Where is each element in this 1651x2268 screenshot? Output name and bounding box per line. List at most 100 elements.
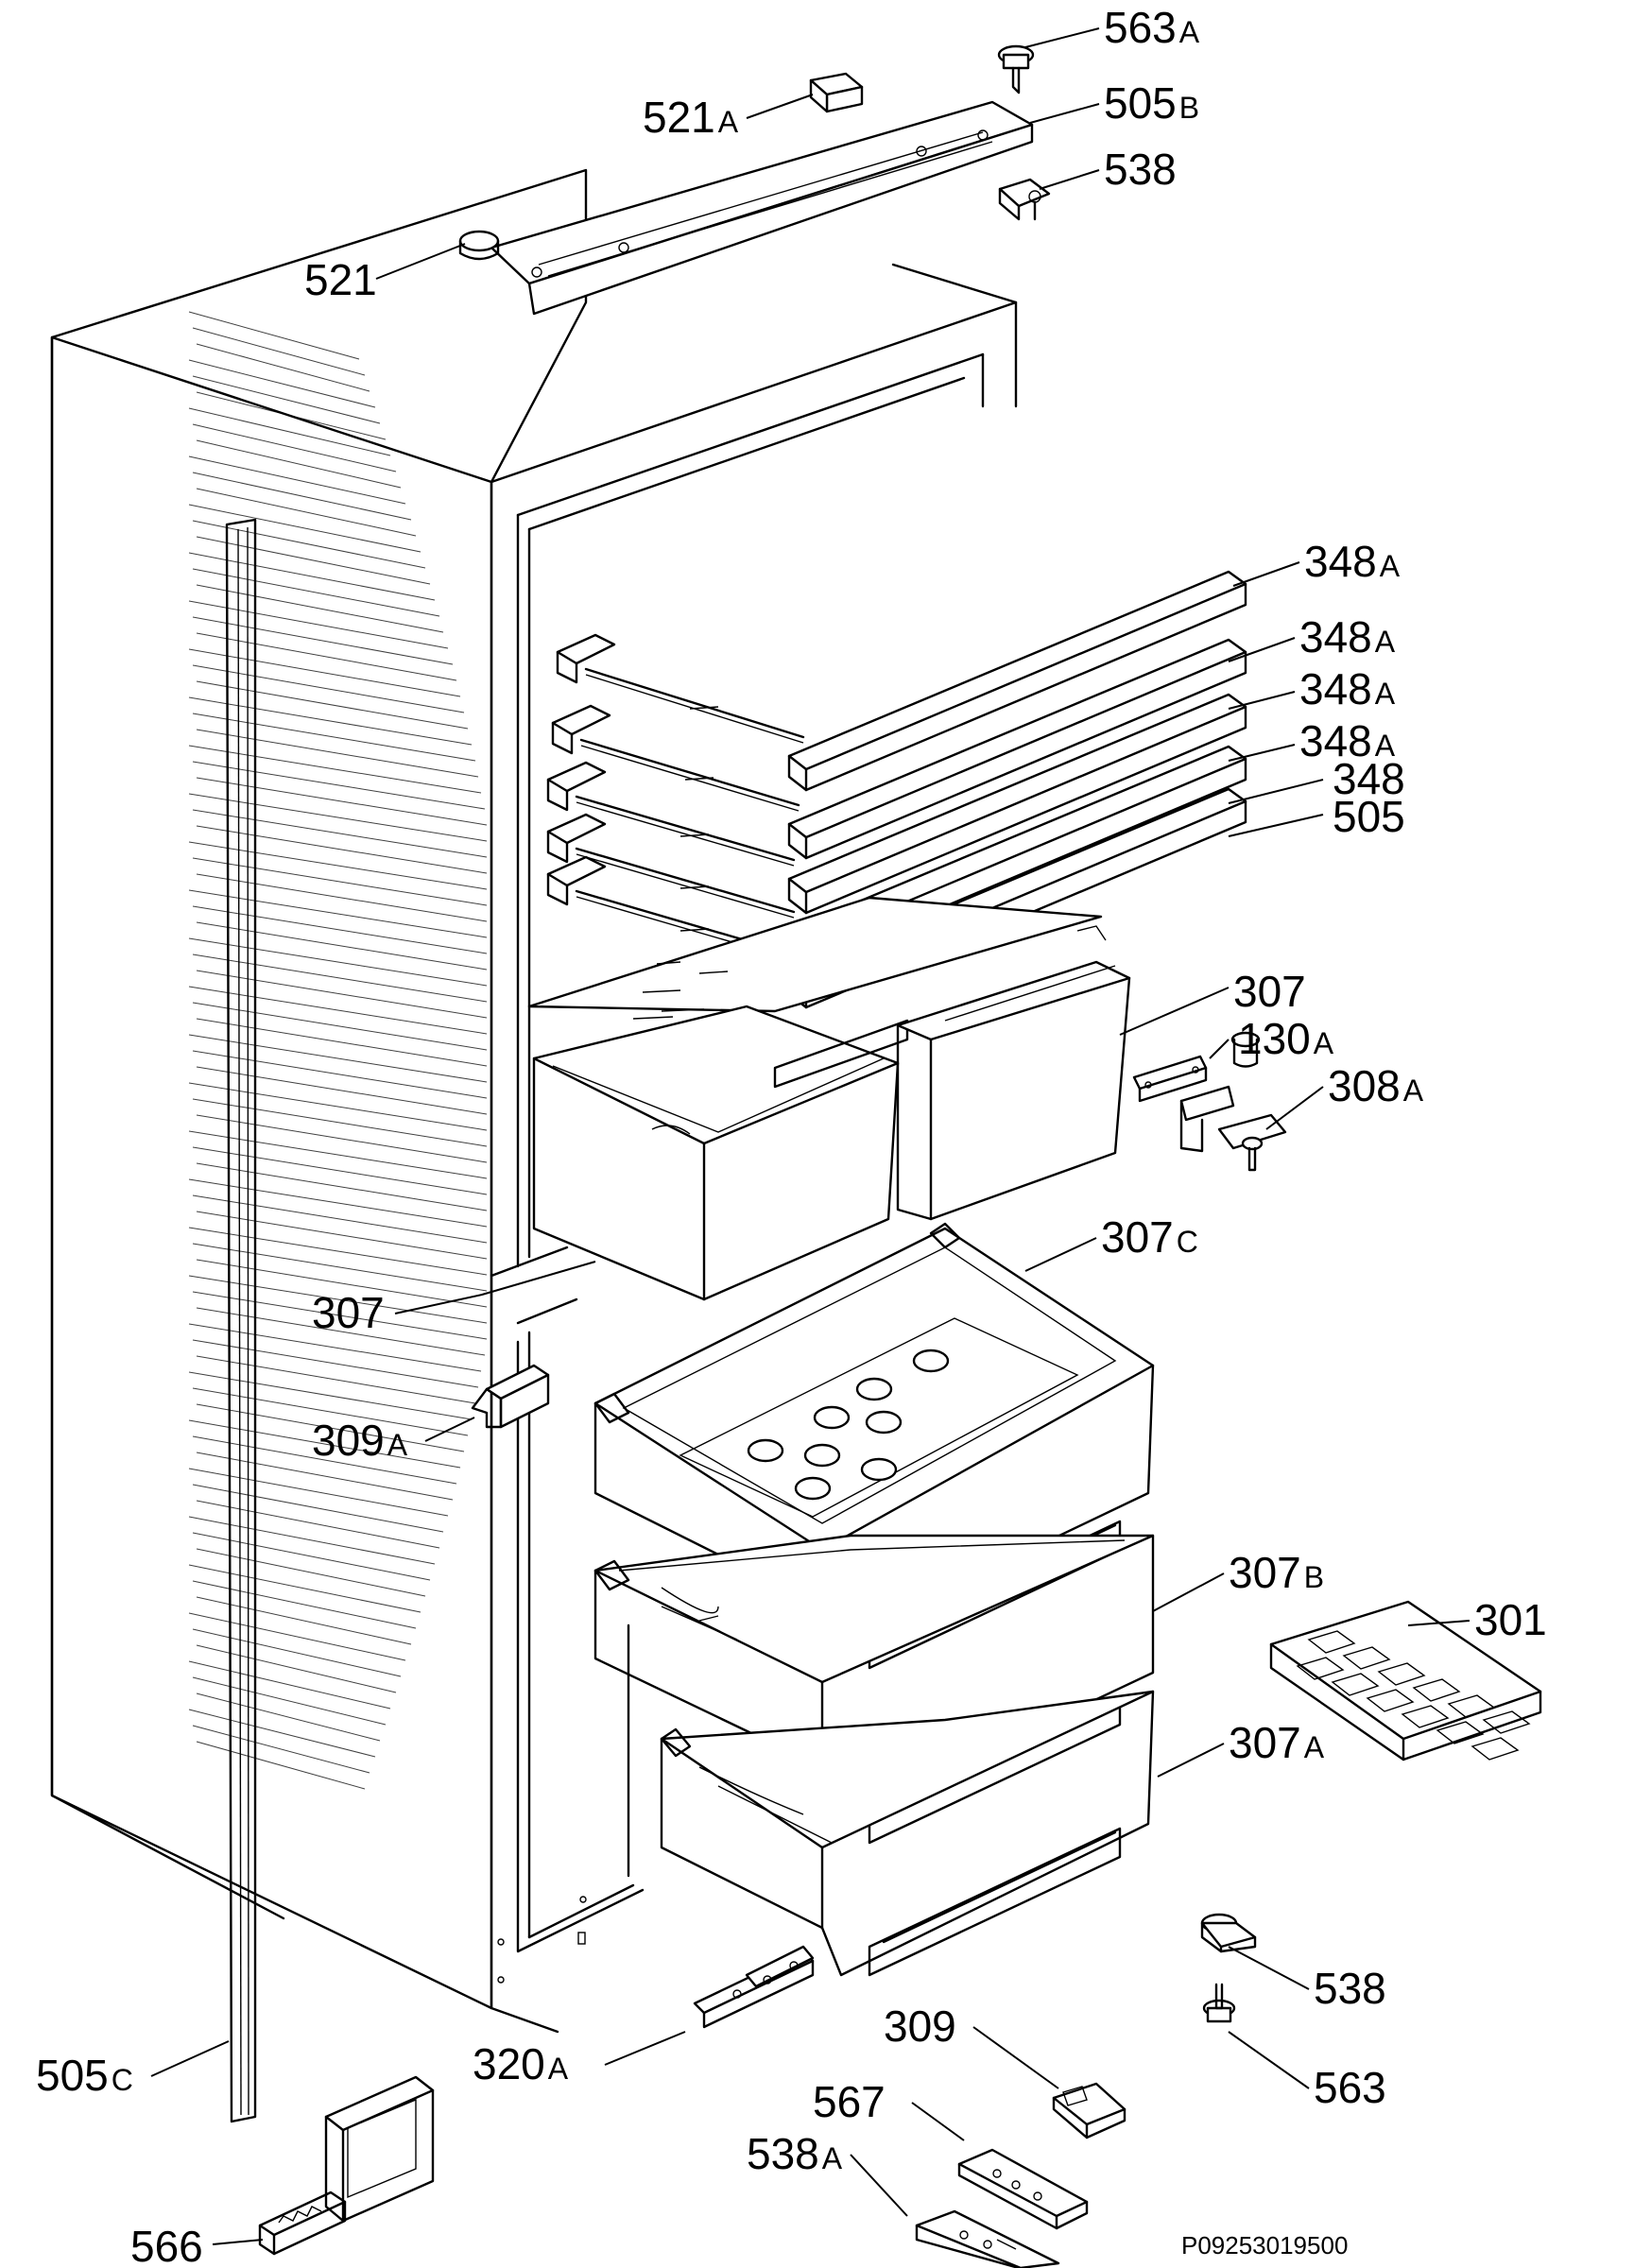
part-label: 566 [130,2222,203,2268]
part-label: 567 [813,2077,886,2126]
hatch-line [196,1500,440,1549]
drawer-hole [794,1476,832,1501]
part-suffix: A [822,2141,843,2175]
part-label: 538 [1314,1964,1386,2013]
part-number: 348 [1333,754,1405,803]
part-number: 348 [1304,537,1377,586]
ice-cube-cell [1342,1646,1391,1670]
part-number: 307 [1101,1212,1174,1262]
ice-cube-cell [1401,1705,1450,1728]
shelf-part [804,757,1247,967]
part-suffix: A [1403,1074,1424,1108]
ice-cube-cell [1307,1630,1356,1654]
drawer-hole [855,1377,893,1401]
hatch-line [188,1371,473,1420]
hatch-line [188,745,482,794]
part-suffix: A [1304,1730,1325,1764]
part-number: 567 [813,2077,886,2126]
hatch-line [196,1307,486,1356]
hatch-line [192,1532,431,1581]
door-stop-130a [1132,1055,1208,1103]
part-label: 521 [304,255,377,304]
part-label: 309 [884,2002,956,2051]
shelf-part [546,778,569,812]
part-number: 348 [1299,612,1372,662]
shelf-part [804,650,1247,860]
door-gasket-strip [225,518,257,2123]
hatch-line [192,472,412,521]
shelf-part [546,872,569,906]
drawer-hole [912,1349,950,1373]
shelf-part [546,761,607,793]
hatch-line [196,1259,488,1308]
bracket-567 [957,2148,1089,2230]
hatch-line [192,1435,457,1485]
hatch-line [192,1339,479,1388]
part-number: 505 [1333,792,1405,841]
part-number: 521 [643,93,715,142]
shelf-part [551,704,611,736]
hatch-line [188,1178,488,1228]
hatch-line [192,809,488,858]
shelf-part [575,795,796,862]
part-number: 538 [1104,145,1177,194]
part-number: 538 [747,2129,819,2178]
shelf-part [556,633,616,665]
ice-cube-cell [1482,1710,1531,1734]
hatch-line [188,1612,406,1661]
hatch-line [196,1211,488,1260]
part-label: 320A [473,2039,569,2088]
hatch-line [196,1548,426,1597]
part-number: 308 [1328,1061,1401,1110]
part-suffix: A [1375,677,1396,711]
ice-cube-cell [1436,1721,1485,1744]
part-label: 309A [312,1416,408,1465]
hatch-line [188,311,360,360]
shelf-part [787,754,808,792]
shelf-part [546,813,607,845]
hatch-line [196,729,479,778]
part-suffix: B [1304,1560,1324,1594]
hatch-line [192,1194,488,1244]
hatch-line [192,1725,370,1774]
part-suffix: A [1314,1026,1334,1060]
part-suffix: A [1380,549,1401,583]
hatch-line [188,552,436,601]
part-number: 307 [1229,1718,1301,1767]
shelf-part [787,822,808,860]
part-label: 130A [1238,1014,1334,1063]
hatch-line [192,423,397,472]
hatch-line [188,359,376,408]
part-label: 348A [1299,716,1396,765]
ice-cube-cell [1296,1657,1345,1680]
hatch-line [188,1275,488,1324]
part-number: 563 [1104,3,1177,52]
part-number: 309 [884,2002,956,2051]
shelf-part [804,705,1247,915]
hatch-line [192,1243,488,1292]
shelf-part [804,582,1247,792]
hatch-line [192,520,426,569]
top-cap-521a [809,72,864,113]
top-hinge-rail [490,100,1034,316]
hatch-line [196,1355,476,1404]
crisper-drawer-right [896,925,1131,1221]
part-label: 505C [36,2051,133,2100]
crisper-drawer-left [532,1005,909,1301]
cabinet-side-hatching [188,311,488,1790]
hatch-line [196,873,488,922]
shelf-part [575,847,796,914]
part-number: 307 [1229,1548,1301,1597]
ice-cube-cell [1377,1662,1426,1686]
shelf-part [679,928,710,932]
part-number: 505 [36,2051,109,2100]
part-label: 538A [747,2129,843,2178]
part-number: 348 [1299,716,1372,765]
hatch-line [188,600,449,649]
part-label: 348A [1299,664,1396,713]
hatch-line [188,648,461,697]
ice-tray-301 [1269,1600,1542,1761]
part-label: 348 [1333,754,1405,803]
hatch-line [188,455,406,505]
